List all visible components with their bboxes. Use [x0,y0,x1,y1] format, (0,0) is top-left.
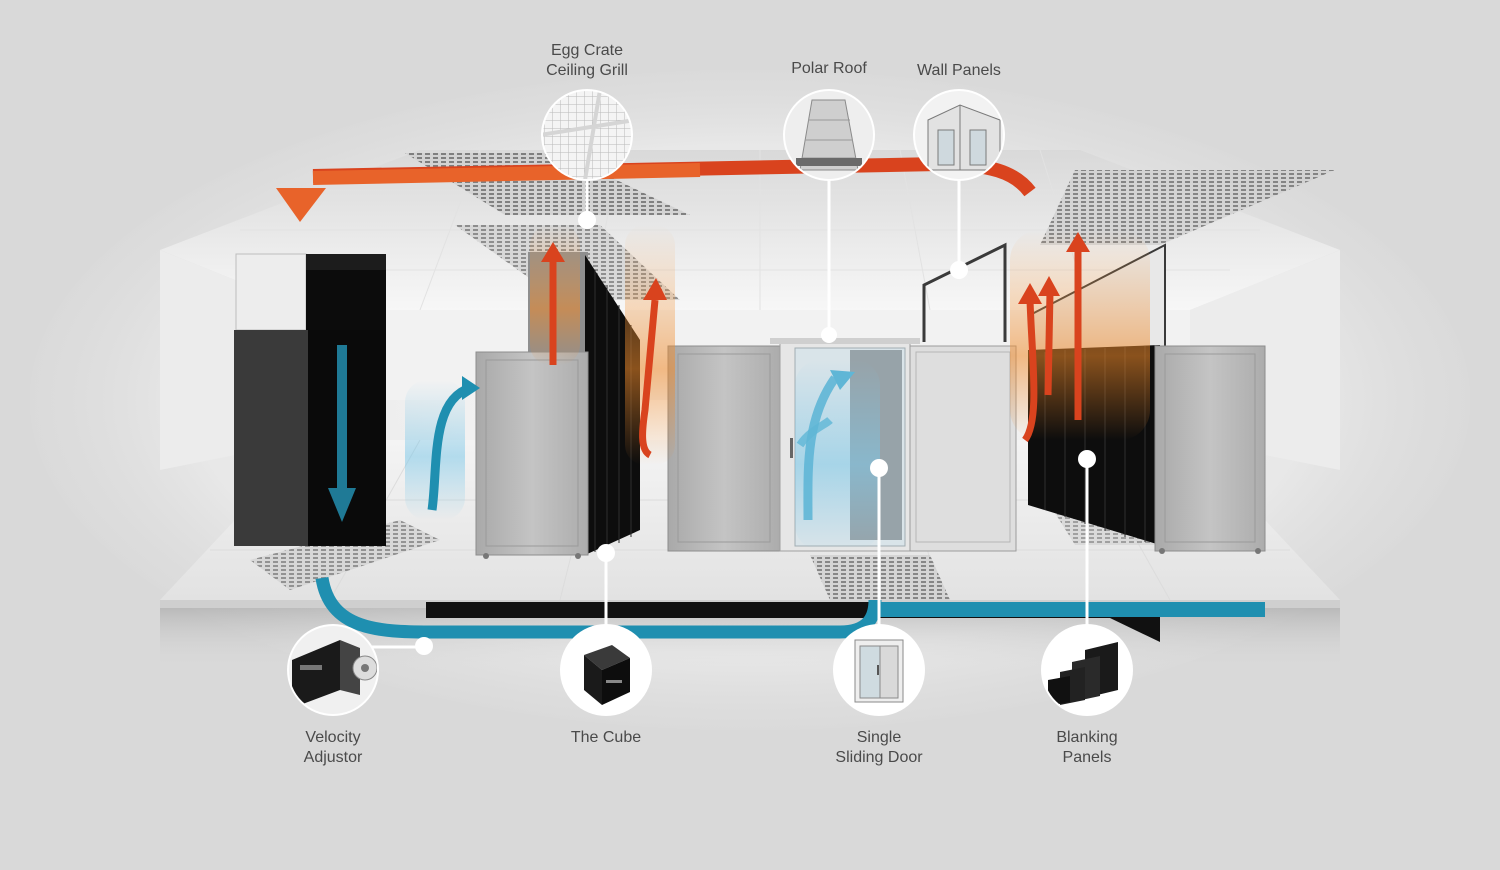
cube-icon[interactable] [560,624,652,716]
hot-air-arrowhead [276,188,326,222]
label-line: Blanking [1056,729,1118,746]
label-line: Adjustor [303,749,363,766]
label-line: Ceiling Grill [546,62,628,79]
blanking-panels-icon[interactable] [1041,624,1133,716]
label-line: Panels [1062,749,1112,766]
label-line: The Cube [570,729,642,746]
sliding-door-icon[interactable] [833,624,925,716]
hot-air-rising-arrows [549,248,1082,459]
callout-dots [415,211,1096,655]
wall-panels-icon[interactable] [913,89,1008,181]
hot-air-arrowheads [541,232,1090,304]
velocity-adjustor-label: Velocity Adjustor [273,728,393,768]
wall-panels-label: Wall Panels [899,61,1019,81]
egg-crate-grill-icon[interactable] [540,89,635,181]
label-line: Egg Crate [550,42,624,59]
label-line: Polar Roof [791,60,867,77]
label-line: Velocity [305,729,361,746]
callout-lines [372,178,1089,649]
label-line: Single [856,729,902,746]
cold-air-arrows [315,345,1265,639]
polar-roof-label: Polar Roof [769,59,889,79]
label-line: Wall Panels [917,62,1001,79]
egg-crate-ceiling-grill-label: Egg Crate Ceiling Grill [527,41,647,81]
single-sliding-door-label: Single Sliding Door [819,728,939,768]
polar-roof-icon[interactable] [783,89,878,181]
velocity-adjustor-icon[interactable] [287,624,382,716]
crac-unit [234,253,386,546]
blanking-panels-label: Blanking Panels [1027,728,1147,768]
the-cube-label: The Cube [546,728,666,748]
label-line: Sliding Door [835,749,923,766]
